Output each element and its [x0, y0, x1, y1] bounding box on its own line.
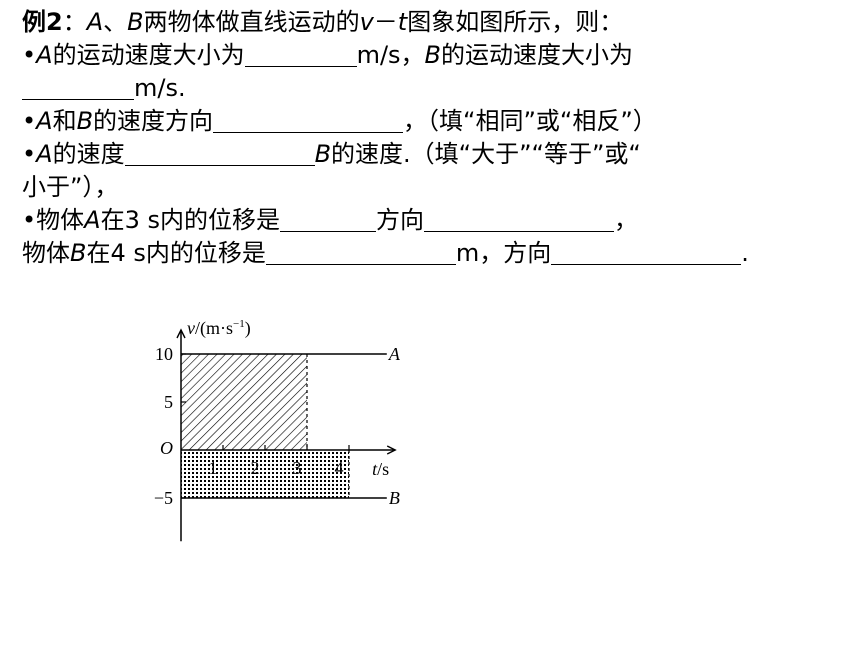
answer-blank-b-direction[interactable]	[551, 240, 742, 265]
answer-blank-a-direction[interactable]	[423, 207, 614, 232]
question-line-3: m/s.	[22, 72, 852, 105]
question-line-6: 小于”），	[22, 173, 119, 201]
area-b-dotted	[181, 451, 349, 498]
x-axis-label: t/s	[372, 459, 389, 479]
x-tick-label: 3	[293, 458, 302, 478]
y-tick-label: 10	[155, 344, 173, 364]
answer-blank-direction[interactable]	[213, 108, 404, 133]
x-tick-label: 4	[335, 458, 344, 478]
x-tick-label: 2	[251, 458, 260, 478]
x-axis-arrow	[386, 445, 397, 455]
question-line-4: •A和B的速度方向，（填“相同”或“相反”）	[22, 107, 657, 135]
y-axis-label: v/(m·s−1)	[187, 318, 251, 339]
y-tick-label: 5	[164, 392, 173, 412]
origin-label: O	[160, 438, 173, 458]
vt-graph: A B 10 5 −5 O 1 2 3 4 v/(m·s−1) t/s	[154, 318, 401, 542]
x-tick-label: 1	[209, 458, 218, 478]
answer-blank-compare[interactable]	[124, 141, 315, 166]
y-tick-label: −5	[154, 488, 173, 508]
series-b-label: B	[389, 488, 400, 508]
y-axis-arrow	[176, 328, 186, 339]
answer-blank-a-speed[interactable]	[244, 42, 357, 67]
answer-blank-b-displacement[interactable]	[265, 240, 456, 265]
question-line-1: 例2：A、B两物体做直线运动的v－t图象如图所示，则：	[22, 8, 624, 36]
question-line-7: •物体A在3 s内的位移是方向，	[22, 206, 638, 234]
area-a-hatched	[181, 354, 307, 450]
question-label: 例2	[22, 8, 63, 36]
answer-blank-b-speed[interactable]	[22, 75, 134, 100]
answer-blank-a-displacement[interactable]	[279, 207, 376, 232]
series-a-label: A	[388, 344, 401, 364]
